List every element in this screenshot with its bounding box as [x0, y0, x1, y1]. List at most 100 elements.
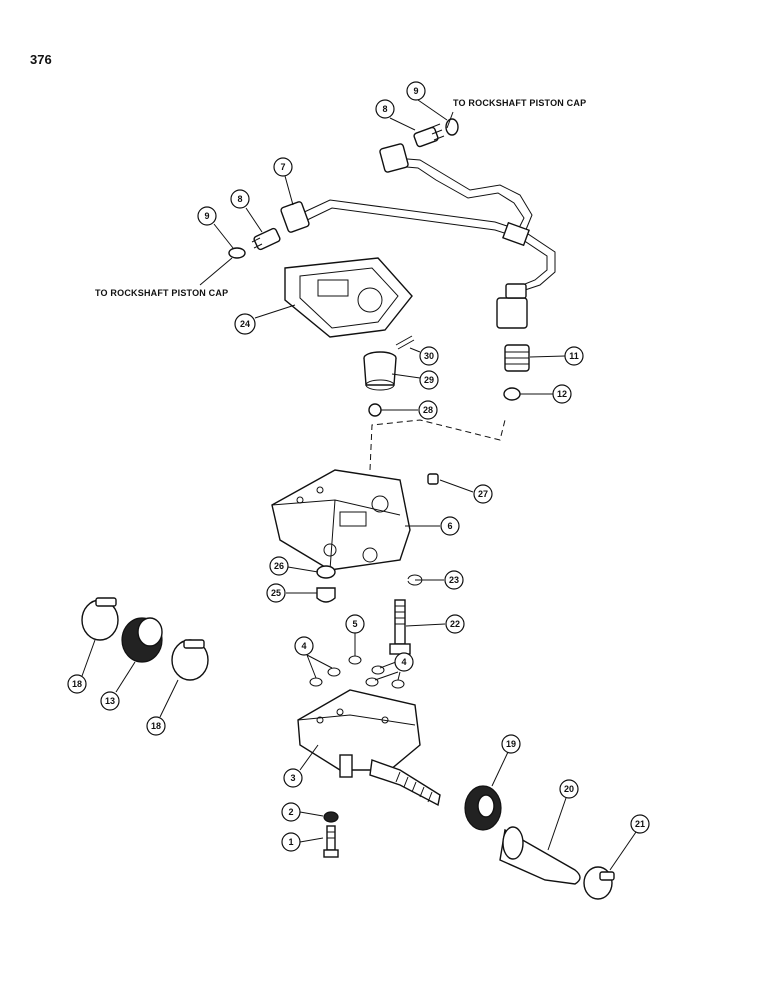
svg-text:18: 18	[151, 721, 161, 731]
callout-29: 29	[419, 370, 439, 390]
svg-text:9: 9	[204, 211, 209, 221]
flow-path-line	[369, 419, 506, 471]
o-ring-4-right-a	[371, 665, 385, 675]
svg-text:22: 22	[450, 619, 460, 629]
svg-text:19: 19	[506, 739, 516, 749]
leader-20	[547, 797, 567, 851]
svg-text:30: 30	[424, 351, 434, 361]
svg-text:27: 27	[478, 489, 488, 499]
callout-24: 24	[234, 313, 256, 335]
svg-text:24: 24	[240, 319, 250, 329]
leader-4-left	[306, 654, 333, 679]
seal	[464, 785, 502, 831]
bolt-22	[389, 599, 411, 655]
svg-text:25: 25	[271, 588, 281, 598]
leader-7	[284, 175, 294, 206]
leader-3	[299, 744, 319, 771]
callout-22: 22	[445, 614, 465, 634]
callout-13: 13	[100, 691, 120, 711]
valve-body	[297, 689, 441, 807]
svg-text:4: 4	[401, 657, 406, 667]
hydraulic-tube-assembly	[280, 143, 556, 329]
leader-11	[529, 355, 566, 358]
svg-text:11: 11	[569, 351, 579, 361]
callout-20: 20	[559, 779, 579, 799]
svg-text:8: 8	[382, 104, 387, 114]
bolt-1	[323, 825, 339, 858]
callout-8b: 8	[230, 189, 250, 209]
leader-29	[391, 373, 421, 379]
o-ring-4-left-b	[327, 667, 341, 677]
callout-27: 27	[473, 484, 493, 504]
callout-3: 3	[283, 768, 303, 788]
leader-note-left	[199, 257, 233, 286]
svg-text:7: 7	[280, 162, 285, 172]
callout-6: 6	[440, 516, 460, 536]
leader-note-top	[446, 111, 454, 129]
o-ring-5	[348, 655, 362, 665]
leader-22	[405, 623, 446, 627]
page-number: 376	[30, 52, 52, 67]
leader-1	[299, 837, 324, 843]
callout-30: 30	[419, 346, 439, 366]
leader-19	[491, 751, 509, 787]
o-ring-4-left-a	[309, 677, 323, 687]
svg-text:1: 1	[288, 837, 293, 847]
callout-9b: 9	[197, 206, 217, 226]
leader-18-left	[81, 639, 96, 677]
leader-9b	[213, 223, 234, 249]
callout-7: 7	[273, 157, 293, 177]
valve-housing	[271, 469, 411, 571]
callout-5: 5	[345, 614, 365, 634]
svg-text:6: 6	[447, 521, 452, 531]
boot-clamp	[583, 866, 615, 900]
callout-11: 11	[564, 346, 584, 366]
leader-26	[287, 566, 319, 573]
svg-text:9: 9	[413, 86, 418, 96]
callout-9a: 9	[406, 81, 426, 101]
svg-text:29: 29	[424, 375, 434, 385]
svg-text:28: 28	[423, 405, 433, 415]
leader-8a	[389, 117, 416, 131]
leader-18-right	[159, 679, 179, 718]
svg-text:5: 5	[352, 619, 357, 629]
hose-clamp-right	[171, 639, 209, 681]
plug	[427, 473, 439, 485]
leader-8b	[245, 207, 263, 233]
callout-18-right: 18	[146, 716, 166, 736]
svg-text:26: 26	[274, 561, 284, 571]
svg-text:2: 2	[288, 807, 293, 817]
cotter-pin	[395, 335, 415, 350]
leader-21	[609, 831, 637, 871]
note-to-rockshaft-top: TO ROCKSHAFT PISTON CAP	[453, 98, 586, 108]
leader-2	[299, 811, 324, 817]
plug-25	[316, 587, 336, 603]
washer-2	[323, 811, 339, 823]
o-ring-12	[503, 387, 521, 401]
svg-text:21: 21	[635, 819, 645, 829]
svg-text:4: 4	[301, 641, 306, 651]
leader-30	[409, 347, 421, 353]
svg-text:20: 20	[564, 784, 574, 794]
connector-fitting	[504, 344, 530, 372]
callout-23: 23	[444, 570, 464, 590]
svg-text:8: 8	[237, 194, 242, 204]
callout-8a: 8	[375, 99, 395, 119]
callout-19: 19	[501, 734, 521, 754]
o-ring-4-right-b	[365, 677, 379, 687]
sleeve	[363, 351, 397, 391]
callout-2: 2	[281, 802, 301, 822]
o-ring-lower	[228, 247, 246, 259]
svg-text:12: 12	[557, 389, 567, 399]
callout-25: 25	[266, 583, 286, 603]
fitting-upper	[413, 123, 445, 148]
callout-28: 28	[418, 400, 438, 420]
washer-26	[316, 565, 336, 579]
gasket	[284, 257, 413, 338]
callout-18-left: 18	[67, 674, 87, 694]
callout-4-left: 4	[294, 636, 314, 656]
boot	[499, 826, 581, 885]
fitting-lower	[251, 227, 281, 251]
leader-13	[115, 661, 136, 693]
